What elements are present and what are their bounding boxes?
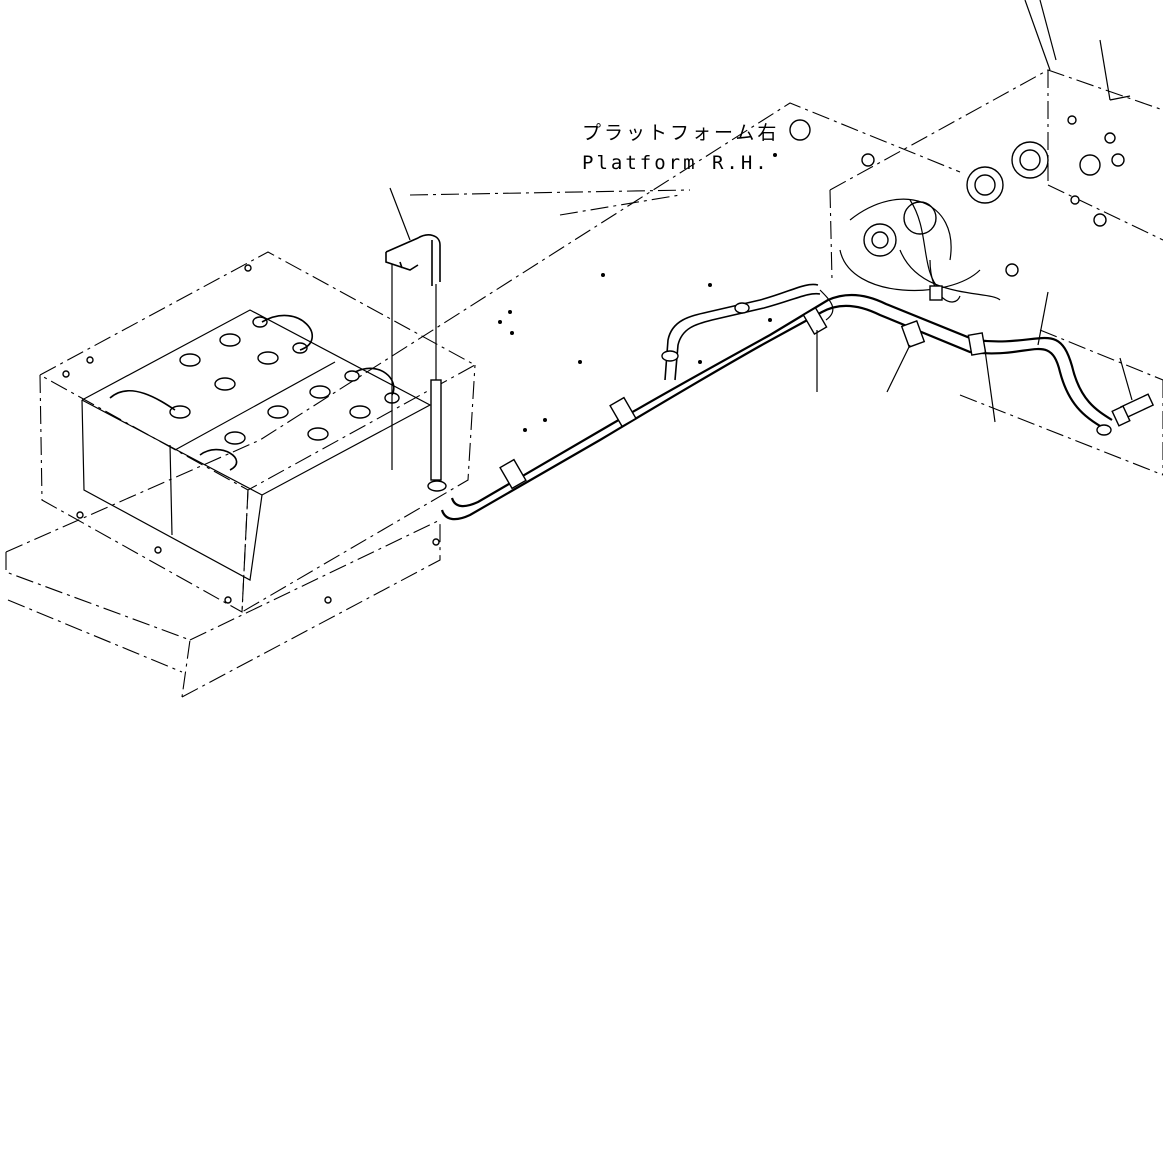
platform-label-english: Platform R.H. bbox=[582, 152, 770, 174]
hold-down-rod bbox=[385, 187, 447, 492]
battery-box bbox=[38, 251, 477, 613]
secondary-harness bbox=[661, 283, 834, 381]
platform-outline bbox=[5, 102, 1163, 698]
battery-terminals bbox=[169, 316, 400, 445]
platform-label-japanese: プラットフォーム右 bbox=[582, 122, 780, 144]
battery-cable bbox=[440, 294, 1113, 521]
leader-lines bbox=[816, 291, 1133, 423]
bolt bbox=[1111, 393, 1155, 427]
relays bbox=[789, 115, 1125, 277]
platform-holes bbox=[498, 153, 777, 432]
machine-body bbox=[789, 0, 1163, 303]
